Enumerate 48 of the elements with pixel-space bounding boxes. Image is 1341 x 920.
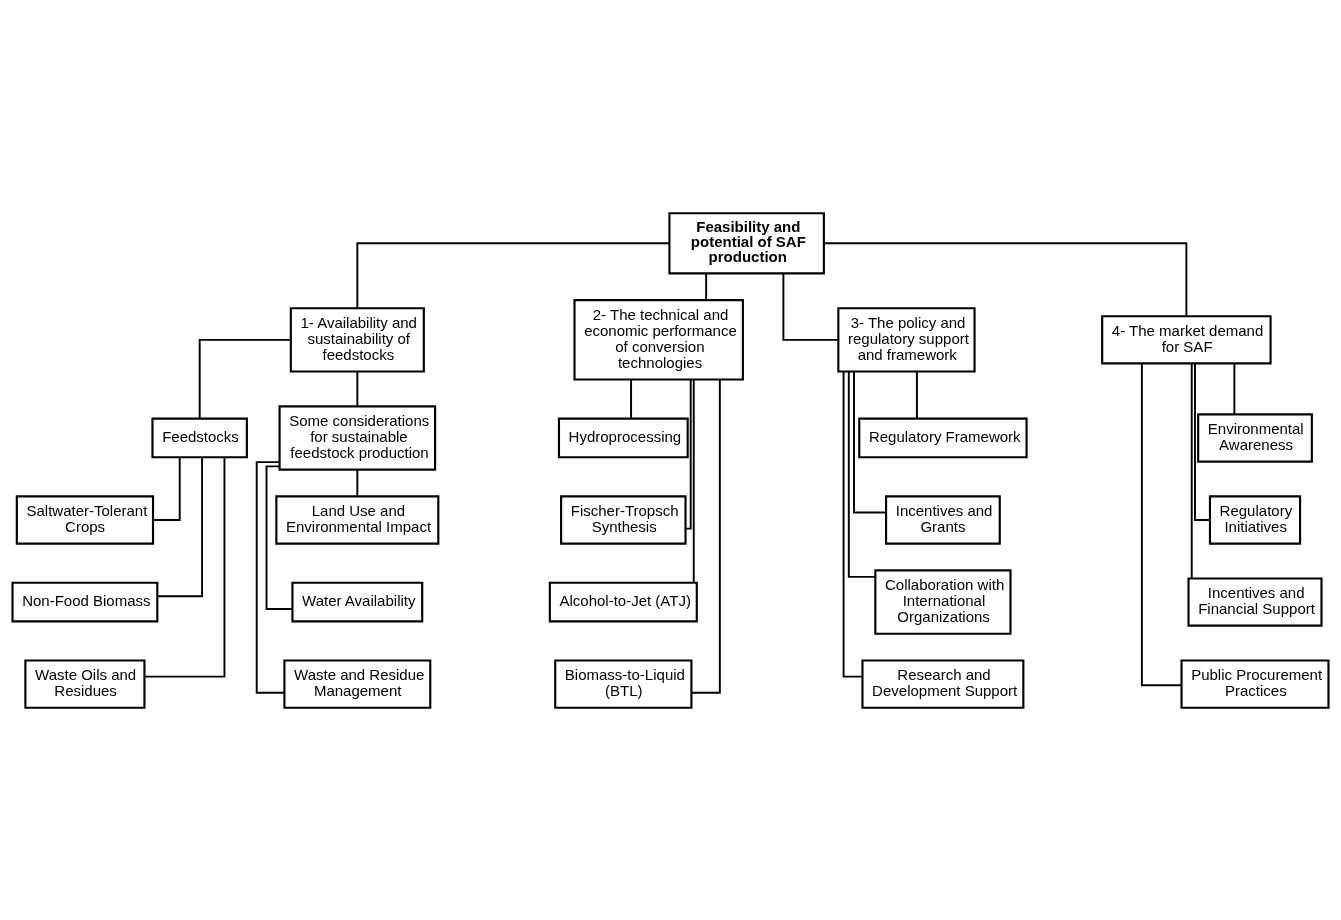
node-box: Some considerations for sustainable feedstock production bbox=[278, 404, 437, 471]
connector bbox=[823, 241, 1188, 317]
connector bbox=[692, 378, 695, 584]
connector bbox=[705, 272, 708, 301]
connector bbox=[255, 460, 286, 694]
connector bbox=[265, 464, 294, 610]
node-box: Public Procurement Practices bbox=[1180, 658, 1330, 709]
connector bbox=[356, 370, 359, 407]
connector bbox=[356, 241, 671, 309]
connector bbox=[356, 468, 359, 497]
connector bbox=[1233, 362, 1236, 415]
node-box: Waste Oils and Residues bbox=[24, 658, 146, 709]
node-box: Water Availability bbox=[291, 581, 424, 622]
connector bbox=[1190, 362, 1193, 579]
node-box: Saltwater-Tolerant Crops bbox=[15, 494, 155, 545]
node-box: 3- The policy and regulatory support and framework bbox=[837, 306, 976, 373]
node-box: Land Use and Environmental Impact bbox=[275, 494, 440, 545]
connector bbox=[1194, 362, 1211, 521]
connector bbox=[630, 378, 633, 419]
node-box: Feasibility and potential of SAF production bbox=[668, 211, 825, 274]
connector bbox=[690, 378, 721, 694]
node-box: Biomass-to-Liquid (BTL) bbox=[554, 658, 693, 709]
connector bbox=[853, 370, 887, 513]
node-box: Incentives and Grants bbox=[885, 494, 1001, 545]
node-box: Regulatory Initiatives bbox=[1208, 494, 1302, 545]
node-box: Waste and Residue Management bbox=[283, 658, 432, 709]
node-box: Fischer-Tropsch Synthesis bbox=[560, 494, 687, 545]
connector bbox=[198, 338, 292, 420]
node-box: Incentives and Financial Support bbox=[1187, 576, 1323, 627]
node-box: Regulatory Framework bbox=[858, 417, 1028, 458]
connector bbox=[684, 378, 692, 530]
connector bbox=[156, 455, 204, 597]
connector bbox=[143, 456, 226, 678]
node-box: Non-Food Biomass bbox=[11, 581, 159, 622]
node-box: Feedstocks bbox=[151, 417, 248, 458]
node-box: Collaboration with International Organizations bbox=[874, 568, 1012, 635]
connector bbox=[1140, 362, 1183, 686]
node-box: Research and Development Support bbox=[861, 658, 1025, 709]
connector bbox=[782, 272, 840, 341]
node-box: 1- Availability and sustainability of feedstocks bbox=[289, 306, 425, 373]
node-box: Alcohol-to-Jet (ATJ) bbox=[548, 581, 698, 622]
node-box: Environmental Awareness bbox=[1197, 412, 1313, 463]
node-box: 4- The market demand for SAF bbox=[1101, 314, 1272, 364]
node-box: 2- The technical and economic performance of conversion technologies bbox=[573, 298, 744, 381]
node-box: Hydroprocessing bbox=[557, 417, 689, 458]
connector bbox=[152, 455, 181, 521]
connector bbox=[915, 370, 918, 420]
connector bbox=[847, 370, 876, 578]
